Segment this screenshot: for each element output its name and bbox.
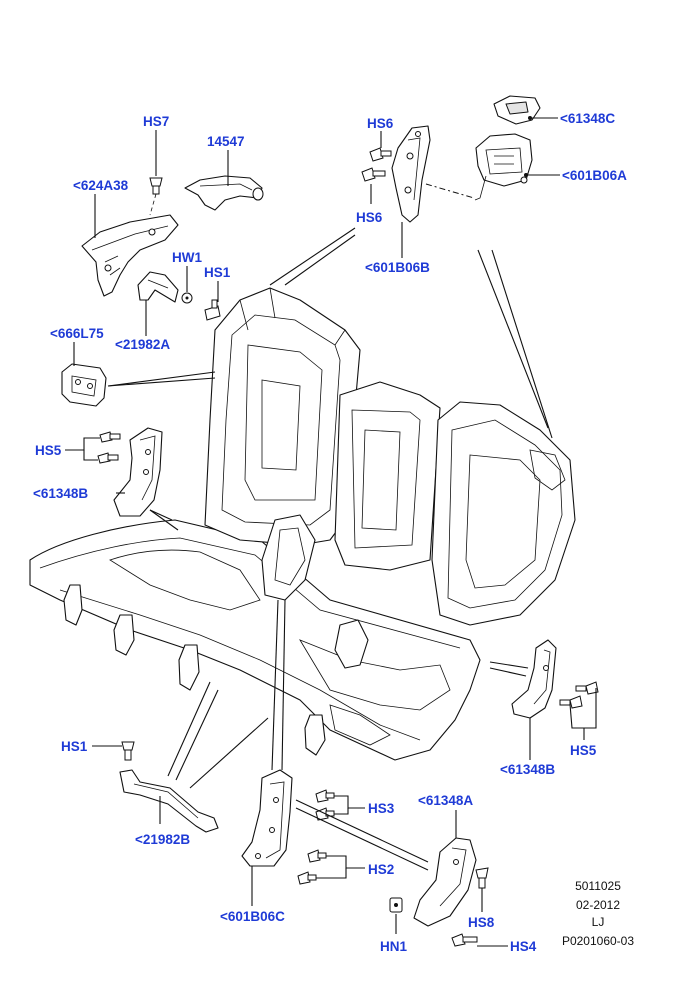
- fastener-hs6-top: [369, 147, 392, 162]
- label-hw1: HW1: [172, 250, 202, 265]
- label-601b06c: <601B06C: [220, 909, 285, 924]
- part-61348c: [493, 95, 541, 125]
- label-61348a: <61348A: [418, 793, 473, 808]
- fastener-hs8: [475, 867, 489, 889]
- label-hn1: HN1: [380, 939, 407, 954]
- fastener-hs6-bottom: [361, 167, 386, 182]
- part-21982a: [137, 271, 179, 303]
- part-labels: HS7 14547 <624A38 HW1 HS1 <21982A <666L7…: [33, 111, 627, 954]
- fastener-hs1-bottom: [121, 741, 135, 761]
- part-601b06b: [391, 125, 431, 223]
- label-hs3: HS3: [368, 801, 395, 816]
- part-601b06c: [241, 769, 293, 867]
- drawing-metadata: 5011025 02-2012 LJ P0201060-03: [562, 879, 634, 948]
- label-61348b-right: <61348B: [500, 762, 555, 777]
- fastener-hs3: [315, 789, 335, 821]
- fastener-hs1-top: [204, 299, 221, 321]
- label-624a38: <624A38: [73, 178, 129, 193]
- drawing-initials: LJ: [592, 915, 605, 929]
- label-601b06b: <601B06B: [365, 260, 430, 275]
- label-hs1-top: HS1: [204, 265, 231, 280]
- label-hs7: HS7: [143, 114, 169, 129]
- label-hs5-left: HS5: [35, 443, 62, 458]
- drawing-date: 02-2012: [576, 898, 620, 912]
- leader-lines: [65, 116, 597, 947]
- part-61348b-right: [511, 639, 557, 719]
- fastener-hn1: [389, 897, 403, 913]
- drawing-reference: P0201060-03: [562, 934, 634, 948]
- dashed-line-601b06a: [425, 183, 475, 199]
- fastener-hs7: [149, 177, 163, 216]
- fastener-hs4: [451, 933, 478, 947]
- label-hs2: HS2: [368, 862, 394, 877]
- part-61348b-left: [113, 427, 163, 517]
- label-hs1-bottom: HS1: [61, 739, 88, 754]
- label-hs4: HS4: [510, 939, 537, 954]
- fastener-hs2: [297, 849, 327, 885]
- label-21982b: <21982B: [135, 832, 190, 847]
- part-666l75: [61, 363, 107, 407]
- part-624a38: [81, 214, 179, 297]
- label-601b06a: <601B06A: [562, 168, 627, 183]
- label-666l75: <666L75: [50, 326, 104, 341]
- label-hs8: HS8: [468, 915, 495, 930]
- rear-seat-frame-assembly: [29, 287, 576, 761]
- label-61348b-left: <61348B: [33, 486, 88, 501]
- fastener-hw1: [181, 292, 193, 304]
- label-hs6-bottom: HS6: [356, 210, 383, 225]
- label-hs5-right: HS5: [570, 743, 597, 758]
- part-601b06a: [474, 133, 533, 201]
- part-21982b: [119, 769, 219, 833]
- fastener-hs5-left: [97, 431, 121, 464]
- label-hs6-top: HS6: [367, 116, 394, 131]
- label-21982a: <21982A: [115, 337, 170, 352]
- fastener-hs5-right: [559, 681, 599, 709]
- part-14547: [184, 175, 264, 211]
- drawing-code: 5011025: [575, 879, 621, 893]
- label-14547: 14547: [207, 134, 245, 149]
- part-61348a: [413, 837, 477, 927]
- label-61348c: <61348C: [560, 111, 615, 126]
